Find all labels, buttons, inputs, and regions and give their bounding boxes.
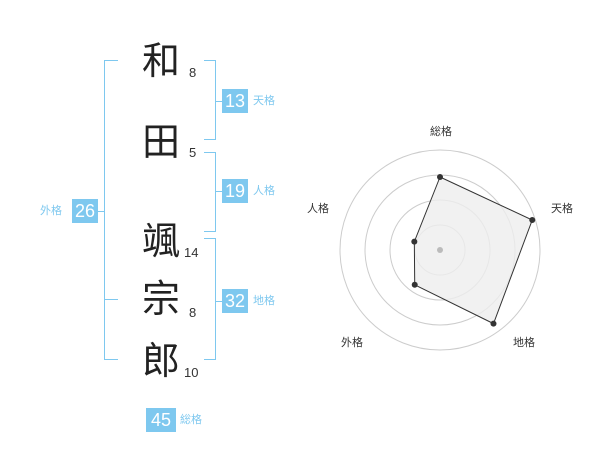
tenkaku-label: 天格 xyxy=(253,94,275,107)
chikaku-label: 地格 xyxy=(253,294,275,307)
chikaku-tick xyxy=(216,301,222,302)
radar-point xyxy=(490,320,497,327)
stroke-count-5: 10 xyxy=(184,365,199,380)
stroke-count-1: 8 xyxy=(189,65,197,80)
name-char-4: 宗 xyxy=(141,277,180,321)
gaikaku-bracket xyxy=(104,60,118,360)
radar-point xyxy=(529,217,536,224)
soukaku-value: 45 xyxy=(146,408,176,432)
tenkaku-value: 13 xyxy=(222,89,248,113)
name-char-3: 颯 xyxy=(141,219,180,263)
tenkaku-tick xyxy=(216,101,222,102)
stroke-count-3: 14 xyxy=(184,245,199,260)
radar-polygon xyxy=(413,176,533,325)
radar-axis-label-tenkaku: 天格 xyxy=(551,201,573,215)
gaikaku-value: 26 xyxy=(72,199,98,223)
radar-point xyxy=(411,238,418,245)
jinkaku-bracket xyxy=(204,152,216,232)
radar-ring xyxy=(339,149,541,351)
soukaku-label: 総格 xyxy=(180,413,202,426)
jinkaku-tick xyxy=(216,191,222,192)
tenkaku-bracket xyxy=(204,60,216,140)
name-char-1: 和 xyxy=(141,39,180,83)
gaikaku-label: 外格 xyxy=(40,204,62,217)
radar-axis-label-chikaku: 地格 xyxy=(513,335,535,349)
gaikaku-tick xyxy=(98,211,104,212)
stroke-count-4: 8 xyxy=(189,305,197,320)
gaikaku-inner-tick xyxy=(104,299,118,300)
radar-axis-label-jinkaku: 人格 xyxy=(307,201,329,215)
jinkaku-value: 19 xyxy=(222,179,248,203)
name-char-2: 田 xyxy=(141,120,180,164)
name-char-5: 郎 xyxy=(141,339,180,383)
stroke-count-2: 5 xyxy=(189,145,197,160)
jinkaku-label: 人格 xyxy=(253,184,275,197)
radar-point xyxy=(437,174,443,180)
radar-axis-label-gaikaku: 外格 xyxy=(341,335,363,349)
radar-point xyxy=(411,281,418,288)
chikaku-bracket xyxy=(204,238,216,360)
radar-center-dot xyxy=(437,247,443,253)
chikaku-value: 32 xyxy=(222,289,248,313)
radar-points xyxy=(411,174,536,327)
radar-axis-label-soukaku: 総格 xyxy=(430,124,452,138)
